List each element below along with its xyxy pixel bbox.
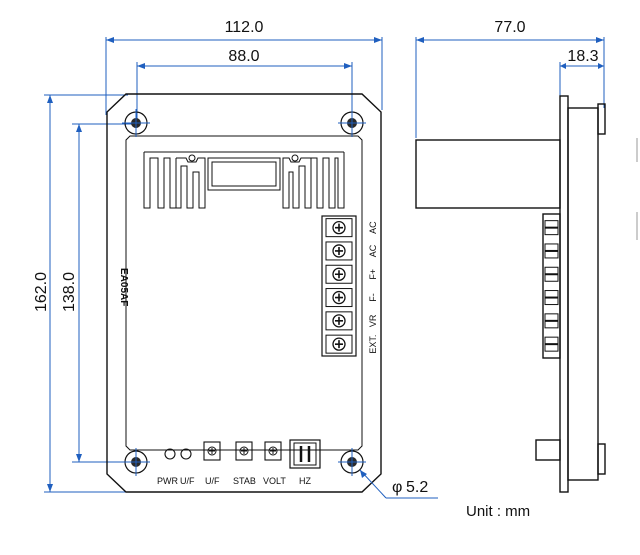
- label-uf-led: U/F: [180, 476, 195, 486]
- terminal-screw-slot: [335, 293, 343, 302]
- label-uf-pot: U/F: [205, 476, 220, 486]
- terminal-cell: [325, 218, 353, 238]
- terminal-cell: [325, 334, 353, 354]
- terminal-cell: [325, 264, 353, 284]
- model-label: EA05AF: [118, 268, 129, 306]
- terminal-screw: [332, 244, 346, 258]
- terminal-cell: [325, 241, 353, 261]
- terminal-cell: [325, 311, 353, 331]
- dim-terminal-offset-label: 18.3: [567, 48, 598, 65]
- led-uf: [180, 448, 192, 460]
- label-volt: VOLT: [263, 476, 286, 486]
- heatsink-side: [415, 139, 561, 209]
- heatsink-front: [143, 151, 345, 209]
- terminal-screw: [332, 290, 346, 305]
- terminal-screw-slot: [335, 246, 343, 255]
- trim-pot-stab: [235, 441, 253, 461]
- trim-pot-volt: [264, 441, 282, 461]
- terminal-label: AC: [368, 221, 378, 234]
- terminal-label: F-: [368, 293, 378, 302]
- terminal-screw: [332, 314, 346, 328]
- mounting-hole-top-right: [338, 109, 366, 137]
- terminal-screw: [332, 337, 346, 351]
- hz-jumper: [289, 439, 321, 469]
- dim-overall-height-label: 162.0: [33, 272, 50, 312]
- terminal-screw-slot: [335, 340, 343, 349]
- terminal-label: F+: [368, 269, 378, 280]
- mounting-hole-bottom-right: [338, 448, 366, 476]
- jumper-side: [535, 439, 561, 461]
- plate-side: [559, 95, 606, 493]
- dim-hole-width: 88.0: [136, 48, 353, 122]
- mounting-hole-bottom-left: [122, 448, 150, 476]
- dim-hole-width-label: 88.0: [228, 48, 259, 65]
- terminal-screw-slot: [335, 316, 343, 325]
- dim-terminal-offset: 18.3: [559, 48, 604, 96]
- hole-diameter-leader: φ 5.2: [359, 469, 438, 499]
- dim-overall-height: 162.0: [33, 94, 128, 493]
- dim-depth-label: 77.0: [494, 19, 525, 36]
- trim-pot-uf: [203, 441, 221, 461]
- unit-label: Unit : mm: [466, 503, 530, 520]
- terminal-side-profile: [542, 213, 561, 359]
- mounting-hole-top-left: [122, 109, 150, 137]
- terminal-screw: [332, 267, 346, 281]
- dim-overall-width: 112.0: [105, 19, 383, 115]
- terminal-cell: [325, 288, 353, 308]
- terminal-screw: [332, 220, 346, 235]
- dim-depth: 77.0: [415, 19, 605, 138]
- hole-diameter-label: 5.2: [406, 479, 428, 496]
- front-inner-outline: [125, 135, 363, 451]
- terminal-screw-slot: [335, 270, 343, 279]
- dim-overall-width-label: 112.0: [225, 19, 264, 36]
- label-stab: STAB: [233, 476, 256, 486]
- terminal-labels: AC AC F+ F- VR EXT.: [368, 221, 378, 354]
- dim-hole-height-label: 138.0: [61, 272, 78, 312]
- label-pwr: PWR: [157, 476, 178, 486]
- terminal-block: [321, 215, 357, 357]
- terminal-label: EXT.: [368, 335, 378, 354]
- dim-hole-height: 138.0: [61, 123, 133, 463]
- terminal-label: VR: [368, 314, 378, 327]
- terminal-label: AC: [368, 244, 378, 257]
- terminal-screw-slot: [335, 223, 343, 232]
- diameter-symbol: φ: [392, 479, 402, 496]
- front-plate-outline: [106, 93, 382, 493]
- label-hz: HZ: [299, 476, 311, 486]
- led-pwr: [164, 448, 176, 460]
